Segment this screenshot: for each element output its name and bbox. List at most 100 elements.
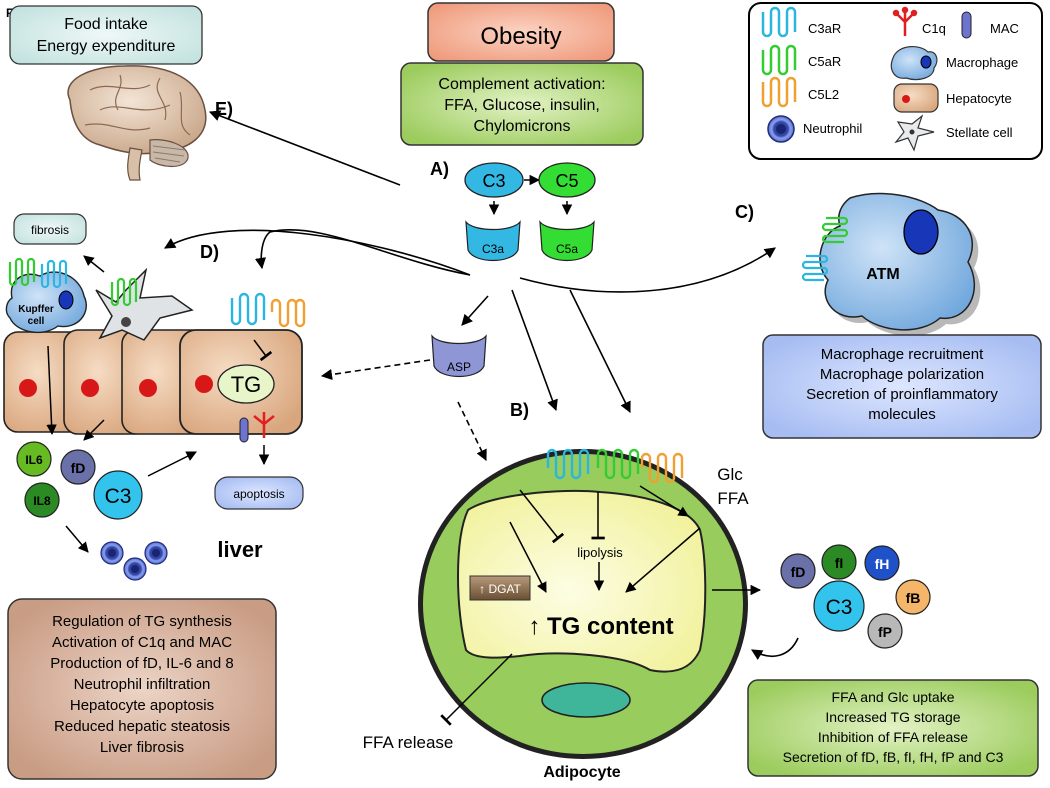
ffa-label: FFA bbox=[717, 489, 749, 508]
brain-box: Food intake Energy expenditure bbox=[9, 5, 203, 65]
liver-box-line-1: Regulation of TG synthesis bbox=[52, 613, 232, 630]
legend-macrophage: Macrophage bbox=[946, 55, 1018, 70]
secreted-c3: C3 bbox=[826, 596, 853, 619]
c3a-node bbox=[465, 220, 521, 261]
legend-c5ar-icon bbox=[761, 44, 797, 76]
liver-box-line-7: Liver fibrosis bbox=[100, 739, 184, 756]
secreted-fb: fB bbox=[906, 590, 921, 606]
adipocyte-title: Adipocyte bbox=[543, 764, 620, 781]
il6-label: IL6 bbox=[25, 453, 43, 467]
fibrosis-box bbox=[13, 213, 87, 245]
atm-box-line-1: Macrophage recruitment bbox=[821, 346, 984, 363]
legend-c1q: C1q bbox=[922, 21, 946, 36]
atm-macrophage: ATM bbox=[801, 192, 981, 336]
il6-node bbox=[16, 441, 52, 477]
liver-box: Regulation of TG synthesis Activation of… bbox=[7, 598, 277, 780]
adipocyte-box-line-1: FFA and Glc uptake bbox=[832, 689, 955, 705]
legend-c5ar: C5aR bbox=[808, 54, 841, 69]
adipocyte: lipolysis Glc FFA ↑ DGAT ↑ TG content FF… bbox=[363, 448, 762, 781]
legend-neutrophil: Neutrophil bbox=[803, 121, 862, 136]
fibrosis-label: fibrosis bbox=[31, 223, 69, 237]
label-e: E) bbox=[215, 99, 233, 119]
legend-hepatocyte: Hepatocyte bbox=[946, 91, 1012, 106]
complement-line-1: Complement activation: bbox=[438, 76, 605, 93]
secreted-fd: fD bbox=[791, 564, 806, 580]
legend-mac-icon bbox=[961, 11, 972, 39]
legend-hepatocyte-icon bbox=[893, 83, 939, 113]
kupffer-cell bbox=[5, 271, 87, 334]
legend-c1q-icon bbox=[892, 6, 918, 36]
label-a: A) bbox=[430, 159, 449, 179]
legend-c5l2-icon bbox=[761, 76, 797, 108]
legend-stellate-icon bbox=[894, 114, 935, 152]
liver-section: fibrosis TG apoptosis Kupffer cell bbox=[3, 213, 306, 581]
c3-node-label: C3 bbox=[482, 171, 505, 191]
brain-box-line-1: Food intake bbox=[64, 16, 148, 33]
adipocyte-box-line-4: Secretion of fD, fB, fI, fH, fP and C3 bbox=[783, 749, 1004, 765]
legend-mac: MAC bbox=[990, 21, 1019, 36]
atm-box-line-4: molecules bbox=[868, 406, 936, 423]
il8-node bbox=[24, 482, 60, 518]
legend-c3ar-icon bbox=[761, 6, 797, 38]
central-arrows bbox=[164, 110, 776, 414]
atm-box: Macrophage recruitment Macrophage polari… bbox=[762, 334, 1042, 439]
brain-icon bbox=[67, 65, 207, 181]
legend-macrophage-icon bbox=[890, 46, 938, 81]
asp-label: ASP bbox=[447, 360, 471, 374]
adipocyte-nucleus bbox=[541, 682, 631, 718]
atm-box-line-3: Secretion of proinflammatory bbox=[806, 386, 998, 403]
c5a-node bbox=[539, 220, 595, 261]
fd-liver-label: fD bbox=[71, 460, 86, 476]
c3-liver-label: C3 bbox=[105, 485, 132, 508]
liver-box-line-2: Activation of C1q and MAC bbox=[52, 634, 232, 651]
label-d: D) bbox=[200, 242, 219, 262]
ffa-release-label: FFA release bbox=[363, 733, 454, 752]
tg-content-label: ↑ TG content bbox=[528, 613, 673, 640]
fd-liver-node bbox=[60, 449, 96, 485]
asp-node bbox=[431, 334, 487, 377]
kupffer-label-1: Kupffer bbox=[18, 304, 54, 315]
apoptosis-box bbox=[214, 476, 304, 510]
legend: C3aR C5aR C5L2 Neutrophil C1q MAC Macrop… bbox=[748, 2, 1043, 160]
brain-box-line-2: Energy expenditure bbox=[37, 38, 176, 55]
obesity-box: Obesity bbox=[427, 2, 615, 62]
glc-label: Glc bbox=[717, 465, 743, 484]
c5a-label: C5a bbox=[556, 242, 578, 256]
secreted-fp: fP bbox=[878, 624, 892, 640]
stellate-cell bbox=[95, 267, 194, 341]
tg-label: TG bbox=[231, 372, 262, 397]
legend-c3ar: C3aR bbox=[808, 21, 841, 36]
il8-label: IL8 bbox=[33, 494, 51, 508]
secreted-fh: fH bbox=[875, 556, 890, 572]
c3-liver-node bbox=[93, 470, 143, 520]
liver-box-line-3: Production of fD, IL-6 and 8 bbox=[50, 655, 233, 672]
apoptosis-label: apoptosis bbox=[233, 487, 284, 501]
complement-activation-box: Complement activation: FFA, Glucose, ins… bbox=[400, 62, 644, 146]
atm-label: ATM bbox=[866, 266, 899, 283]
c3a-label: C3a bbox=[482, 242, 504, 256]
legend-stellate: Stellate cell bbox=[946, 125, 1013, 140]
legend-c5l2: C5L2 bbox=[808, 87, 839, 102]
liver-box-line-5: Hepatocyte apoptosis bbox=[70, 697, 214, 714]
complement-line-3: Chylomicrons bbox=[474, 118, 571, 135]
adipocyte-box-line-3: Inhibition of FFA release bbox=[818, 729, 968, 745]
atm-box-line-2: Macrophage polarization bbox=[820, 366, 984, 383]
c5-node bbox=[538, 162, 596, 198]
liver-box-line-6: Reduced hepatic steatosis bbox=[54, 718, 230, 735]
adipocyte-box: FFA and Glc uptake Increased TG storage … bbox=[747, 679, 1039, 777]
tg-droplet bbox=[217, 364, 275, 404]
label-c: C) bbox=[735, 202, 754, 222]
complement-line-2: FFA, Glucose, insulin, bbox=[444, 97, 600, 114]
c5-node-label: C5 bbox=[555, 171, 578, 191]
liver-box-line-4: Neutrophil infiltration bbox=[74, 676, 211, 693]
obesity-label: Obesity bbox=[480, 23, 561, 50]
adipocyte-secreted-factors: fD fI fH fB C3 fP bbox=[751, 544, 931, 660]
label-b: B) bbox=[510, 400, 529, 420]
liver-title: liver bbox=[217, 537, 263, 562]
adipocyte-box-line-2: Increased TG storage bbox=[825, 709, 960, 725]
secreted-fi: fI bbox=[835, 555, 844, 571]
neutrophils bbox=[100, 541, 168, 581]
kupffer-label-2: cell bbox=[28, 316, 45, 327]
lipolysis-label: lipolysis bbox=[577, 545, 623, 560]
